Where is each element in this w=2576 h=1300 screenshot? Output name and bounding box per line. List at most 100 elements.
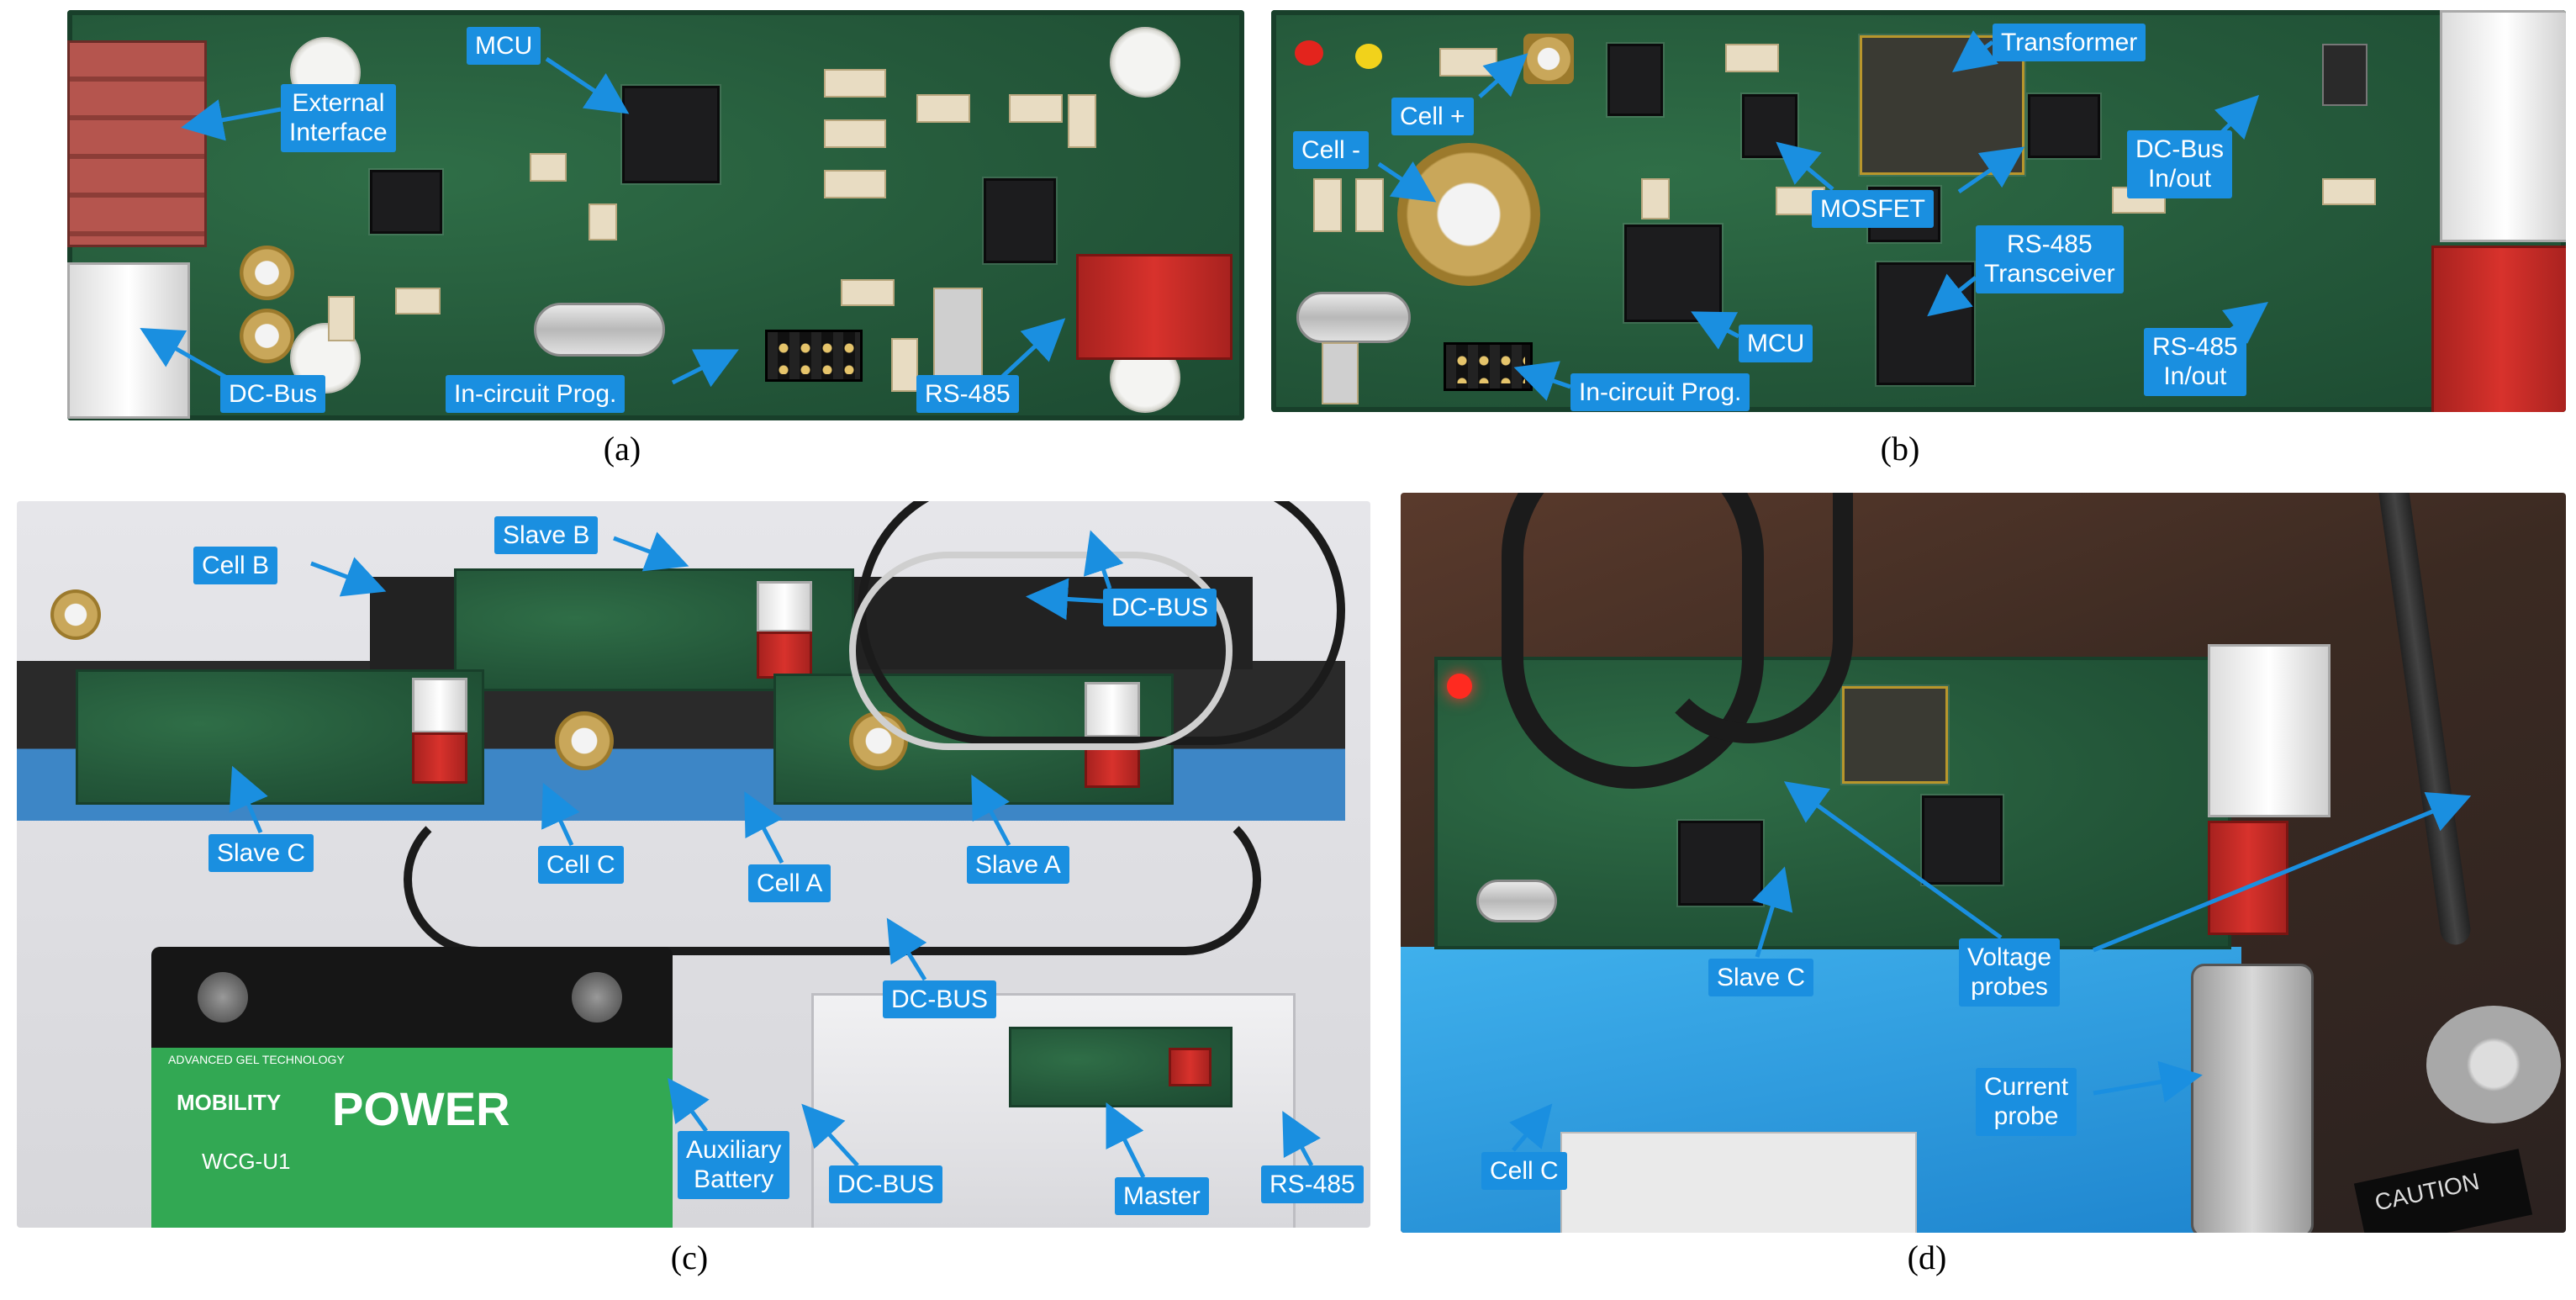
crystal bbox=[534, 303, 665, 357]
slave-c-connector bbox=[412, 678, 467, 733]
caption-d: (d) bbox=[1907, 1239, 1947, 1276]
smd-part bbox=[824, 69, 886, 98]
label-mcu-b: MCU bbox=[1739, 325, 1813, 363]
dc-bus-inout-connector bbox=[2440, 10, 2566, 242]
battery-terminal bbox=[198, 972, 248, 1023]
dc-bus-connector bbox=[67, 262, 190, 419]
label-auxiliary-battery: Auxiliary Battery bbox=[678, 1131, 790, 1199]
smd-part bbox=[1068, 94, 1096, 148]
label-current-probe: Current probe bbox=[1976, 1068, 2077, 1136]
external-interface-connector bbox=[67, 40, 207, 247]
programming-header bbox=[765, 330, 863, 382]
smd-part bbox=[2322, 178, 2376, 205]
smd-part bbox=[395, 288, 441, 314]
label-slave-a: Slave A bbox=[967, 846, 1069, 885]
label-master: Master bbox=[1115, 1177, 1209, 1216]
rs485-connector bbox=[1076, 254, 1233, 360]
label-dc-bus-inout: DC-Bus In/out bbox=[2127, 130, 2233, 198]
voltage-probe-tip bbox=[2377, 493, 2473, 947]
programming-header bbox=[1444, 342, 1533, 391]
smd-part bbox=[824, 119, 886, 148]
smd-part bbox=[328, 296, 355, 341]
red-led bbox=[1447, 674, 1472, 699]
label-slave-c: Slave C bbox=[209, 834, 314, 873]
regulator-chip bbox=[1602, 38, 1669, 122]
caution-tag: CAUTION bbox=[2353, 1149, 2533, 1233]
u4-chip bbox=[2022, 88, 2106, 164]
label-rs485-transceiver: RS-485 Transceiver bbox=[1976, 225, 2124, 293]
label-in-circuit-prog: In-circuit Prog. bbox=[446, 375, 626, 414]
label-cell-plus: Cell + bbox=[1391, 98, 1474, 136]
transformer-core bbox=[1836, 680, 1954, 790]
label-rs485-inout: RS-485 In/out bbox=[2144, 328, 2246, 396]
terminal-lug bbox=[50, 589, 101, 640]
battery-label-panel: ADVANCED GEL TECHNOLOGY MOBILITY POWER W… bbox=[151, 1048, 673, 1228]
button bbox=[933, 288, 983, 383]
battery-brand-text: POWER bbox=[332, 1082, 510, 1135]
auxiliary-battery: ADVANCED GEL TECHNOLOGY MOBILITY POWER W… bbox=[151, 947, 673, 1228]
mcu-chip bbox=[616, 80, 726, 189]
cell-plus-terminal bbox=[1523, 34, 1574, 84]
mosfet-chip bbox=[1736, 88, 1803, 164]
standoff bbox=[1110, 27, 1180, 98]
crystal bbox=[1296, 292, 1411, 343]
dc-bus-wire bbox=[404, 804, 1261, 955]
mcu-chip bbox=[1618, 219, 1728, 328]
panel-a-photo bbox=[67, 10, 1244, 420]
label-voltage-probes: Voltage probes bbox=[1959, 938, 2061, 1007]
breadboard bbox=[1560, 1132, 1917, 1233]
smd-part bbox=[1313, 178, 1342, 232]
battery-terminal bbox=[572, 972, 622, 1023]
label-cell-b: Cell B bbox=[193, 547, 278, 585]
yellow-led bbox=[1355, 44, 1382, 69]
caption-c: (c) bbox=[670, 1239, 709, 1276]
transceiver-chip bbox=[978, 172, 1062, 269]
current-probe bbox=[2191, 964, 2314, 1233]
smd-part bbox=[530, 153, 567, 182]
label-dc-bus-top: DC-BUS bbox=[1103, 589, 1217, 627]
battery-gel-text: ADVANCED GEL TECHNOLOGY bbox=[168, 1053, 345, 1066]
gray-wire bbox=[849, 552, 1233, 750]
mount-hole bbox=[240, 246, 294, 300]
probe-cable bbox=[1644, 493, 1853, 743]
caption-b: (b) bbox=[1880, 430, 1920, 468]
label-rs485: RS-485 bbox=[916, 375, 1019, 414]
label-dc-bus: DC-Bus bbox=[220, 375, 326, 414]
label-rs485-c: RS-485 bbox=[1261, 1165, 1364, 1204]
smd-part bbox=[891, 338, 918, 392]
smd-part bbox=[1355, 178, 1384, 232]
cell-terminal bbox=[2426, 1006, 2561, 1123]
red-led bbox=[1295, 40, 1323, 66]
smd-part bbox=[1439, 48, 1497, 77]
mcu-chip bbox=[1672, 815, 1769, 912]
label-external-interface: External Interface bbox=[281, 84, 396, 152]
smd-part bbox=[824, 170, 886, 198]
smd-part bbox=[841, 279, 895, 306]
slave-b-connector bbox=[757, 581, 812, 632]
battery-model-text: WCG-U1 bbox=[202, 1149, 291, 1174]
label-cell-c-d: Cell C bbox=[1481, 1152, 1567, 1191]
smd-part bbox=[1009, 94, 1063, 123]
caution-text: CAUTION bbox=[2372, 1168, 2482, 1216]
label-slave-b: Slave B bbox=[494, 516, 599, 555]
master-rs485 bbox=[1169, 1048, 1211, 1086]
label-cell-minus: Cell - bbox=[1293, 131, 1370, 170]
caption-a: (a) bbox=[603, 430, 641, 468]
transceiver-chip bbox=[1871, 256, 1980, 391]
rs485-connector-d bbox=[2208, 821, 2288, 935]
battery-mobility-text: MOBILITY bbox=[177, 1090, 282, 1115]
terminal-bolt bbox=[555, 711, 614, 770]
slave-c-rs485 bbox=[412, 732, 467, 784]
regulator-chip bbox=[364, 164, 448, 240]
label-dc-bus-mid: DC-BUS bbox=[883, 980, 997, 1019]
button bbox=[1322, 342, 1359, 404]
mount-hole bbox=[240, 309, 294, 363]
smd-part bbox=[2322, 44, 2367, 106]
crystal bbox=[1476, 880, 1557, 922]
label-slave-c-d: Slave C bbox=[1708, 959, 1814, 997]
transceiver-chip bbox=[1916, 790, 2009, 890]
label-mcu: MCU bbox=[467, 27, 541, 66]
label-mosfet: MOSFET bbox=[1812, 190, 1934, 229]
label-in-circuit-prog-b: In-circuit Prog. bbox=[1570, 373, 1750, 412]
label-dc-bus-bottom: DC-BUS bbox=[829, 1165, 943, 1204]
